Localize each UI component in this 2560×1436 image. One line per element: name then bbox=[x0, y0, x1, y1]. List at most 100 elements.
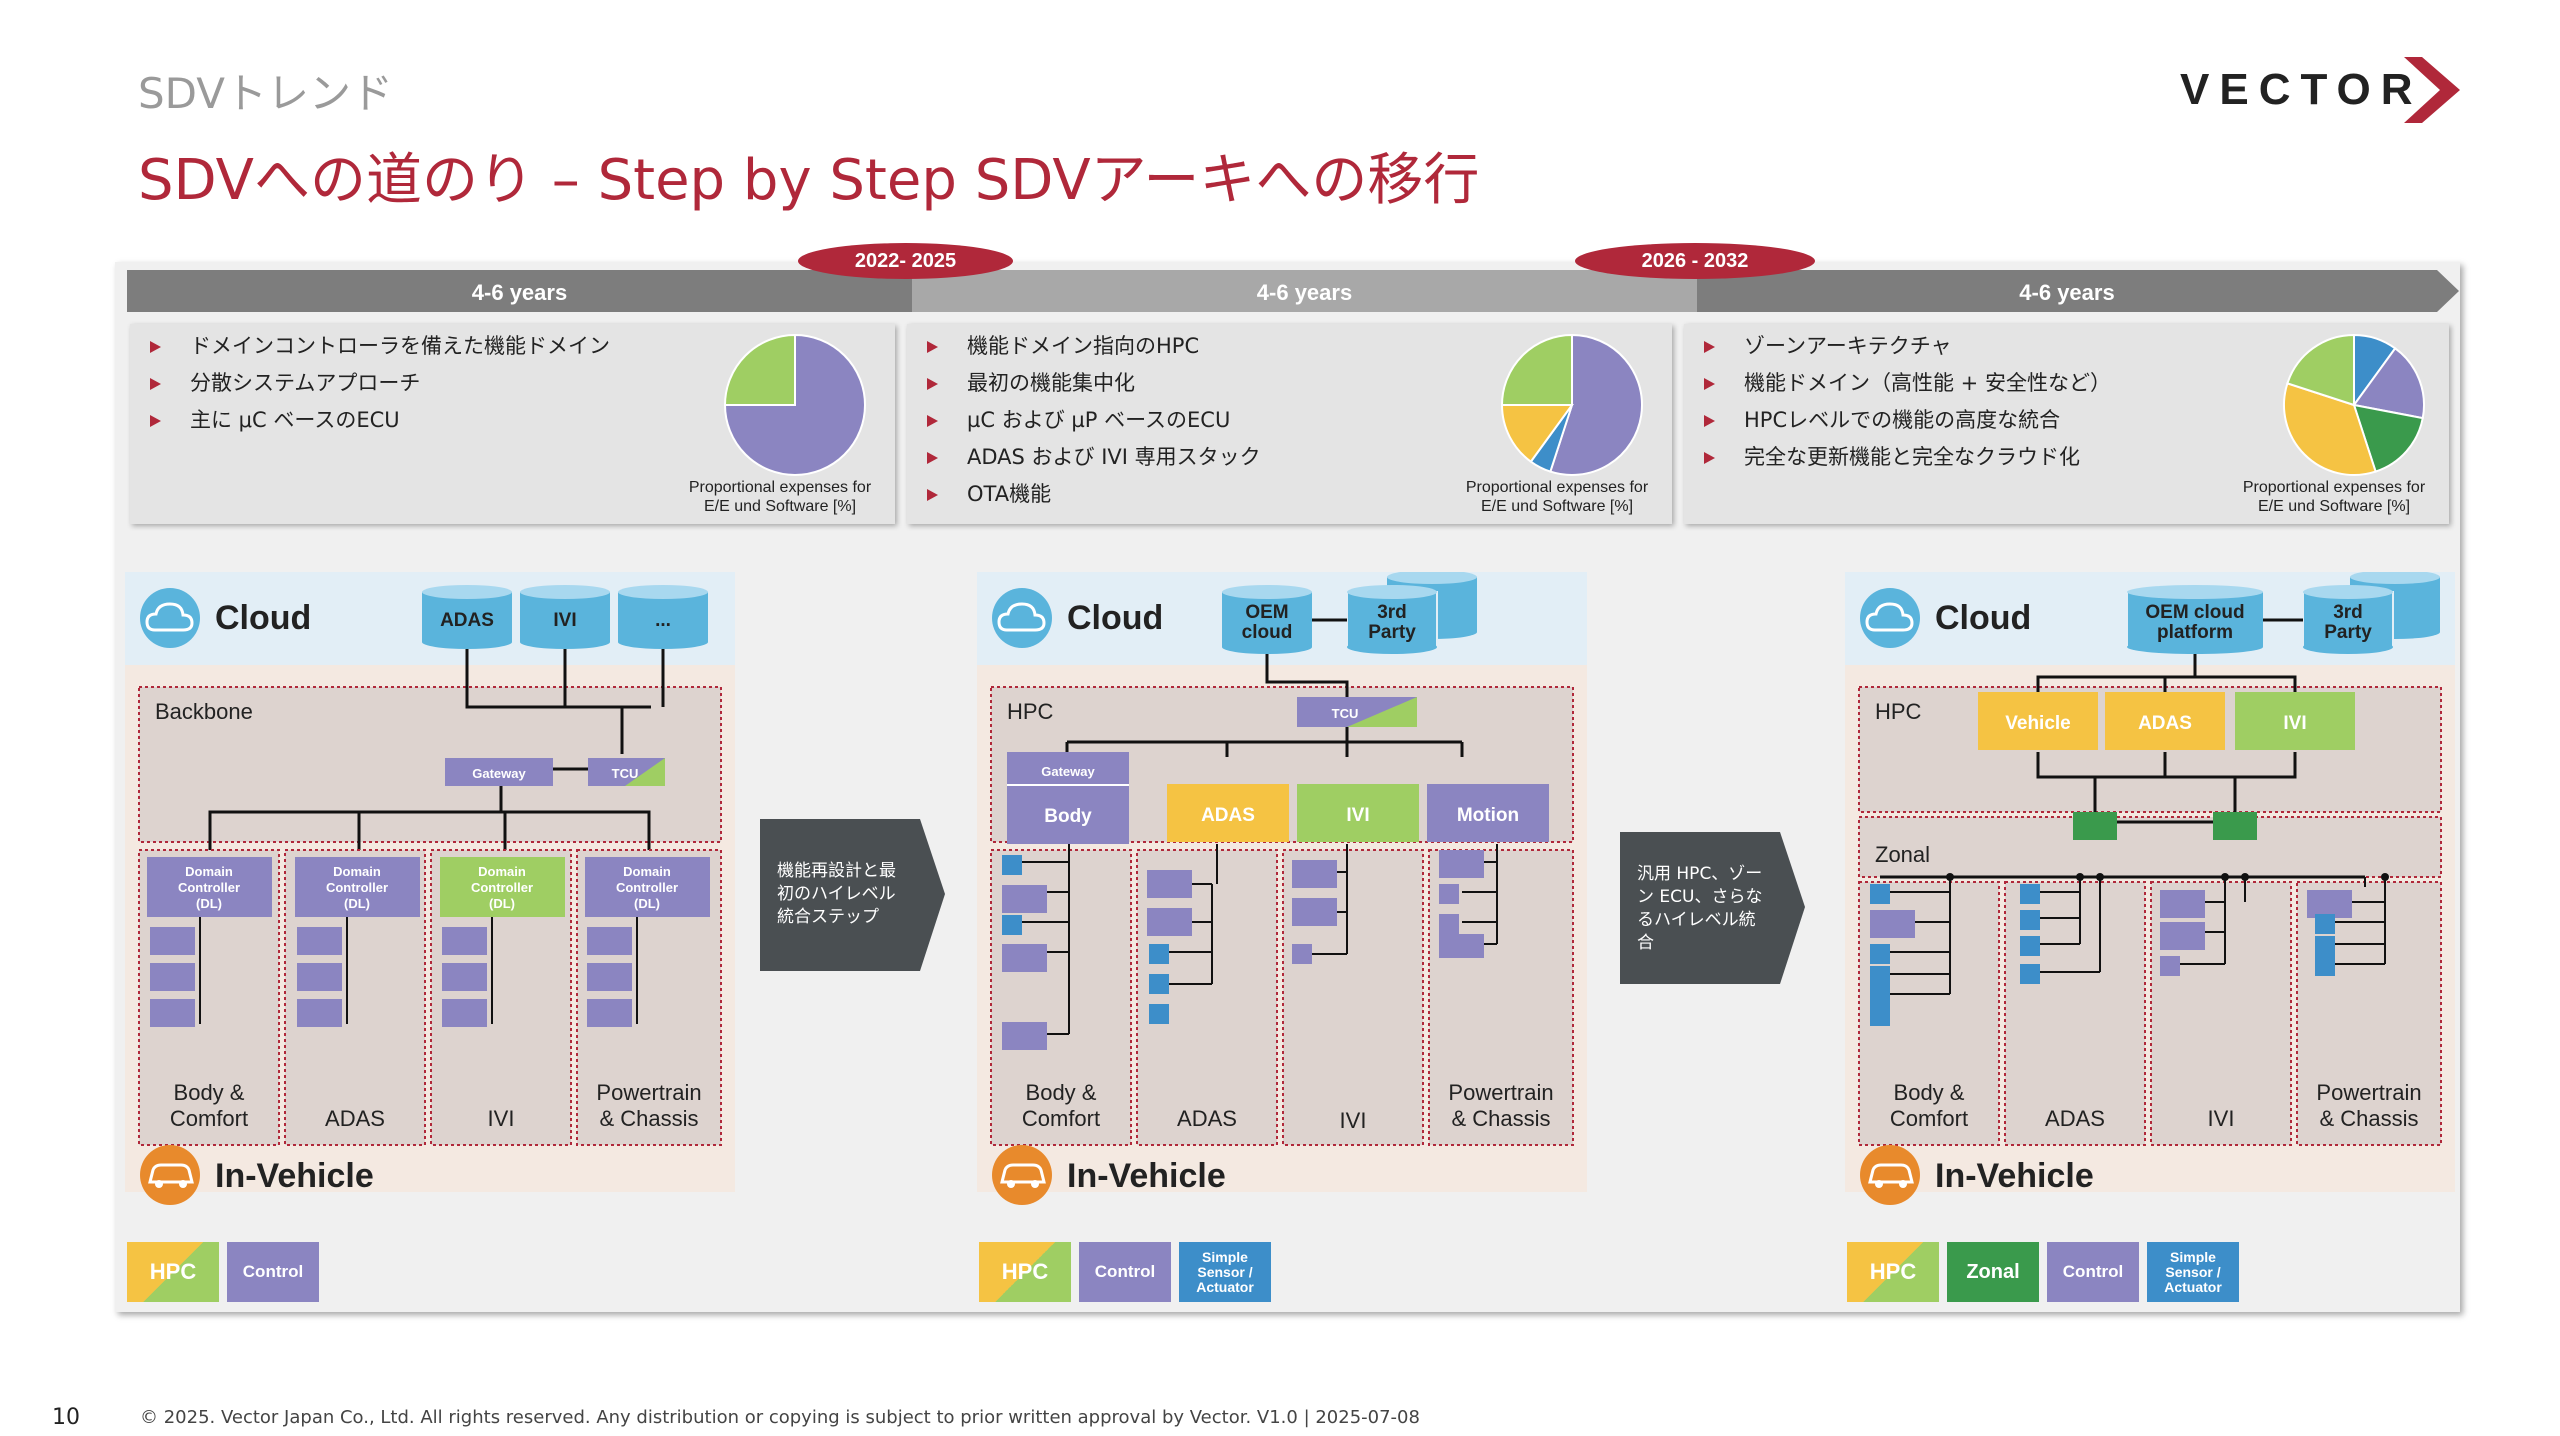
transition-arrow-2 bbox=[1620, 832, 1805, 984]
vehicle-label: In-Vehicle bbox=[1935, 1157, 2094, 1195]
domain-label-adas: ADAS bbox=[1177, 1106, 1237, 1131]
bullet-item: OTA機能 bbox=[912, 476, 1261, 513]
transition-text-1: 機能再設計と最初のハイレベル統合ステップ bbox=[777, 861, 896, 927]
bullet-item: ADAS および IVI 専用スタック bbox=[912, 439, 1261, 476]
hpc-ivi: IVI bbox=[2235, 692, 2355, 750]
cloud-service-oem-platform: OEM cloud platform bbox=[2127, 585, 2263, 654]
svg-text:Party: Party bbox=[1368, 622, 1416, 643]
domain-controller-ivi: Domain Controller (DL) bbox=[440, 857, 565, 917]
pie-slice-4 bbox=[2286, 333, 2355, 407]
cloud-icon bbox=[992, 588, 1052, 648]
copyright-notice: © 2025. Vector Japan Co., Ltd. All right… bbox=[140, 1407, 1420, 1428]
vehicle-label: In-Vehicle bbox=[1067, 1157, 1226, 1195]
domain-label-body: Body & bbox=[1026, 1080, 1097, 1105]
svg-text:ADAS: ADAS bbox=[1201, 805, 1255, 826]
pie-slice-3 bbox=[1500, 333, 1573, 406]
domain-controller-powertrain: Domain Controller (DL) bbox=[585, 857, 710, 917]
hpc-adas: ADAS bbox=[2105, 692, 2225, 750]
domain-label-ivi: IVI bbox=[488, 1106, 515, 1131]
legend-control: Control bbox=[2047, 1242, 2139, 1302]
svg-text:cloud: cloud bbox=[1242, 622, 1293, 643]
phase-3-duration: 4-6 years bbox=[2019, 280, 2115, 305]
timeline-bar bbox=[127, 270, 2459, 312]
legend-hpc: HPC bbox=[979, 1242, 1071, 1302]
cloud-label: Cloud bbox=[215, 599, 311, 637]
cloud-service-ivi: IVI bbox=[520, 585, 610, 649]
legend-control: Control bbox=[1079, 1242, 1171, 1302]
pie-chart bbox=[723, 333, 866, 476]
vector-logo: VECTOR bbox=[2180, 55, 2460, 125]
domain-controller-body: Domain Controller (DL) bbox=[147, 857, 272, 917]
section-label: SDVトレンド bbox=[138, 69, 393, 118]
svg-text:Gateway: Gateway bbox=[472, 766, 526, 781]
bullet-list: ゾーンアーキテクチャ 機能ドメイン（高性能 + 安全性など） HPCレベルでの機… bbox=[1689, 328, 2111, 476]
bullet-item: 分散システムアプローチ bbox=[135, 365, 610, 402]
svg-text:Controller: Controller bbox=[178, 880, 240, 895]
legend-control: Control bbox=[227, 1242, 319, 1302]
svg-text:Domain: Domain bbox=[185, 864, 233, 879]
timeline-marker-2026: 2026 - 2032 bbox=[1575, 243, 1815, 279]
svg-text:(DL): (DL) bbox=[196, 896, 222, 911]
svg-text:Domain: Domain bbox=[333, 864, 381, 879]
svg-text:& Chassis: & Chassis bbox=[2319, 1106, 2418, 1131]
cloud-service-adas: ADAS bbox=[422, 585, 512, 649]
svg-text:Motion: Motion bbox=[1457, 805, 1519, 826]
bullet-item: ドメインコントローラを備えた機能ドメイン bbox=[135, 328, 610, 365]
svg-text:(DL): (DL) bbox=[489, 896, 515, 911]
cloud-icon bbox=[140, 588, 200, 648]
pie-slice-1 bbox=[2352, 346, 2425, 420]
legend-sensor-actuator: Simple Sensor / Actuator bbox=[2147, 1242, 2239, 1302]
pie-slice-0 bbox=[1549, 333, 1643, 476]
bullet-item: µC および µP ベースのECU bbox=[912, 402, 1261, 439]
timeline-marker-2022: 2022- 2025 bbox=[798, 243, 1013, 279]
svg-text:IVI: IVI bbox=[2283, 713, 2306, 734]
svg-text:platform: platform bbox=[2157, 622, 2233, 643]
phase-2-duration: 4-6 years bbox=[1256, 280, 1353, 305]
svg-text:IVI: IVI bbox=[553, 610, 576, 631]
domain-controller-adas: Domain Controller (DL) bbox=[295, 857, 420, 917]
cloud-icon bbox=[1860, 588, 1920, 648]
svg-text:OEM: OEM bbox=[1245, 602, 1288, 623]
cloud-label: Cloud bbox=[1935, 599, 2031, 637]
svg-text:Comfort: Comfort bbox=[1022, 1106, 1100, 1131]
zonal-label: Zonal bbox=[1875, 842, 1930, 867]
zonal-ecu-right bbox=[2213, 812, 2257, 840]
svg-text:Body: Body bbox=[1044, 806, 1092, 827]
svg-text:...: ... bbox=[655, 610, 671, 631]
svg-text:Gateway: Gateway bbox=[1041, 764, 1095, 779]
legend-hpc: HPC bbox=[1847, 1242, 1939, 1302]
bullet-item: 主に μC ベースのECU bbox=[135, 402, 610, 439]
svg-text:Domain: Domain bbox=[478, 864, 526, 879]
svg-text:Comfort: Comfort bbox=[170, 1106, 248, 1131]
svg-text:Party: Party bbox=[2324, 622, 2372, 643]
svg-text:OEM cloud: OEM cloud bbox=[2145, 602, 2244, 623]
bullet-item: 完全な更新機能と完全なクラウド化 bbox=[1689, 439, 2111, 476]
svg-text:Comfort: Comfort bbox=[1890, 1106, 1968, 1131]
hpc-body: Gateway Body bbox=[1007, 752, 1129, 844]
hpc-adas: ADAS bbox=[1167, 784, 1289, 842]
svg-text:3rd: 3rd bbox=[1377, 602, 1407, 623]
legend-hpc: HPC bbox=[127, 1242, 219, 1302]
svg-text:& Chassis: & Chassis bbox=[599, 1106, 698, 1131]
hpc-vehicle: Vehicle bbox=[1978, 692, 2098, 750]
bullet-item: ゾーンアーキテクチャ bbox=[1689, 328, 2111, 365]
svg-text:(DL): (DL) bbox=[634, 896, 660, 911]
svg-text:IVI: IVI bbox=[1346, 805, 1369, 826]
svg-text:(DL): (DL) bbox=[344, 896, 370, 911]
domain-label-ivi: IVI bbox=[2208, 1106, 2235, 1131]
vehicle-label: In-Vehicle bbox=[215, 1157, 374, 1195]
svg-text:& Chassis: & Chassis bbox=[1451, 1106, 1550, 1131]
cloud-service-oem: OEM cloud bbox=[1222, 585, 1312, 654]
domain-label-adas: ADAS bbox=[2045, 1106, 2105, 1131]
cloud-service-more: ... bbox=[618, 585, 708, 649]
logo-chevron-icon bbox=[2404, 57, 2460, 123]
cloud-service-third-party: 3rd Party bbox=[2302, 572, 2440, 654]
pie-chart bbox=[1500, 333, 1643, 476]
info-box-3: ゾーンアーキテクチャ 機能ドメイン（高性能 + 安全性など） HPCレベルでの機… bbox=[1684, 324, 2449, 524]
car-icon bbox=[140, 1145, 200, 1205]
info-box-1: ドメインコントローラを備えた機能ドメイン 分散システムアプローチ 主に μC ベ… bbox=[130, 324, 895, 524]
domain-label-ivi: IVI bbox=[1340, 1108, 1367, 1133]
